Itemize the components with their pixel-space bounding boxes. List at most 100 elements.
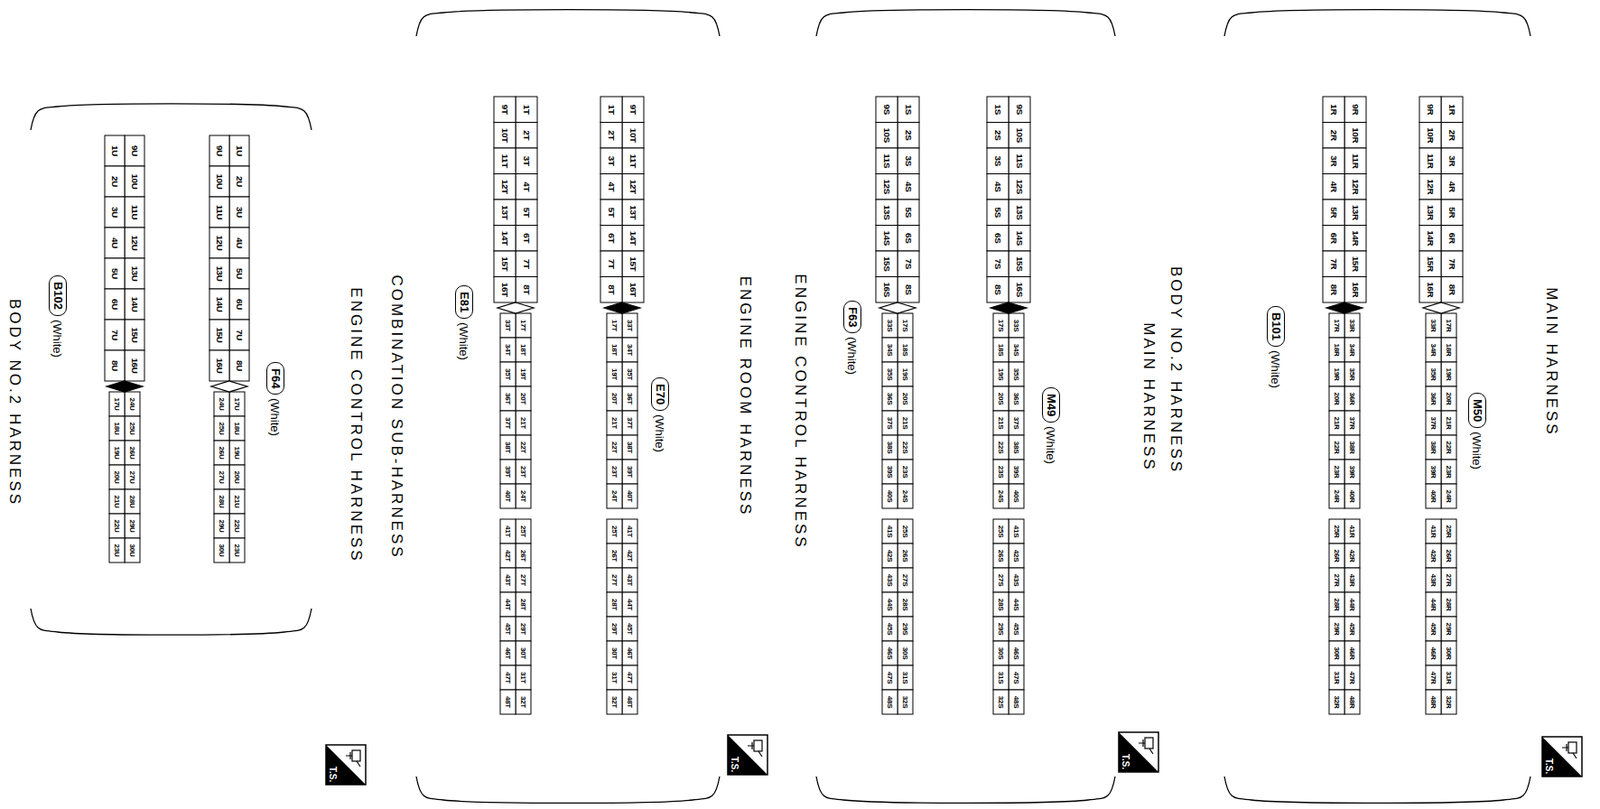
pin-cell: [209, 319, 230, 351]
pin-cell: [897, 459, 913, 484]
pin-number: 1T: [600, 96, 623, 123]
pin-cell: [209, 135, 230, 167]
pin-cell: [882, 689, 898, 715]
pin-number: 12S: [875, 174, 898, 201]
pin-cell: [229, 135, 250, 167]
pin-number: 43T: [500, 567, 516, 593]
icon-tester: [1144, 737, 1154, 749]
pin-cell: [1008, 665, 1024, 690]
pin-number: 29U: [124, 513, 140, 539]
pin-number: 25T: [606, 519, 623, 544]
pin-number: 7T: [600, 251, 623, 278]
ts-icon: [1118, 732, 1159, 773]
pin-cell: [606, 483, 623, 509]
pin-cell: [1441, 410, 1457, 436]
pin-number: 38R: [1425, 435, 1442, 460]
pin-cell: [1441, 337, 1457, 363]
pin-number: 5U: [229, 258, 250, 289]
pin-cell: [515, 435, 531, 460]
pin-number: 31R: [1329, 665, 1345, 690]
pin-cell: [993, 641, 1009, 666]
pin-number: 43R: [1425, 567, 1442, 593]
pin-number: 17U: [229, 391, 245, 417]
pin-cell: [882, 362, 898, 387]
icon-tester-lead: [1138, 739, 1154, 754]
pin-cell: [500, 410, 516, 436]
pin-cell: [493, 122, 516, 149]
pin-cell: [493, 277, 516, 304]
pin-cell: [1322, 277, 1345, 304]
pin-cell: [493, 96, 516, 123]
pin-cell: [882, 459, 898, 484]
pin-number: 30R: [1441, 641, 1457, 666]
pin-cell: [515, 122, 538, 149]
pin-number: 42S: [1008, 543, 1024, 568]
pin-number: 44T: [622, 592, 638, 617]
pin-number: 26S: [993, 543, 1009, 568]
pin-number: 1S: [986, 96, 1009, 123]
pin-number: 39R: [1344, 459, 1360, 484]
pin-number: 10T: [493, 122, 516, 149]
pin-cell: [1441, 483, 1457, 509]
pin-number: 10S: [875, 122, 898, 149]
pin-number: 45T: [500, 616, 516, 642]
pin-number: 20R: [1329, 386, 1345, 411]
pin-cell: [897, 543, 913, 568]
pin-number: 11U: [209, 196, 230, 228]
pin-number: 8U: [229, 350, 250, 382]
pin-number: 29S: [897, 616, 913, 642]
pin-number: 4T: [515, 174, 538, 201]
pin-number: 36R: [1425, 386, 1442, 411]
pin-number: 8R: [1322, 277, 1345, 304]
harness-name: ENGINE ROOM HARNESS: [735, 276, 754, 518]
pin-number: 26U: [213, 440, 230, 466]
pin-number: 33T: [622, 313, 638, 338]
pin-cell: [875, 277, 898, 304]
icon-frame: [727, 734, 768, 775]
group-bracket: [816, 9, 1116, 37]
pin-cell: [1425, 337, 1442, 363]
pin-cell: [1329, 665, 1345, 690]
pin-number: 20T: [515, 386, 531, 411]
pin-number: 17S: [993, 313, 1009, 338]
pin-cell: [622, 337, 638, 363]
pin-number: 18U: [229, 416, 245, 441]
pin-number: 26R: [1329, 543, 1345, 568]
pin-number: 29T: [606, 616, 623, 642]
pin-cell: [124, 538, 140, 563]
pin-cell: [500, 386, 516, 411]
connector-code: F64: [269, 368, 283, 389]
pin-number: 8R: [1441, 277, 1463, 304]
pin-number: 13S: [875, 199, 898, 226]
group-bracket: [1224, 9, 1531, 37]
pin-cell: [1425, 543, 1442, 568]
pin-cell: [1008, 616, 1024, 642]
pin-number: 21T: [515, 410, 531, 436]
pin-number: 48S: [1008, 689, 1024, 715]
pin-number: 41S: [1008, 519, 1024, 544]
icon-frame: [325, 744, 366, 785]
connector-id: F63: [843, 300, 862, 334]
pin-number: 33R: [1425, 313, 1442, 338]
pin-cell: [875, 199, 898, 226]
pin-number: 32R: [1441, 689, 1457, 715]
pin-cell: [993, 313, 1009, 338]
pin-cell: [1344, 641, 1360, 666]
pin-cell: [622, 435, 638, 460]
pin-number: 1T: [515, 96, 538, 123]
pin-cell: [209, 350, 230, 382]
pin-number: 6T: [515, 225, 538, 252]
pin-number: 33T: [500, 313, 516, 338]
pin-number: 23S: [993, 459, 1009, 484]
pin-number: 42T: [500, 543, 516, 568]
pin-number: 2T: [515, 122, 538, 149]
pin-number: 28U: [213, 489, 230, 514]
pin-number: 28T: [606, 592, 623, 617]
pin-cell: [515, 616, 531, 642]
pin-number: 37T: [500, 410, 516, 436]
connector-id: M49: [1041, 387, 1061, 423]
pin-number: 47R: [1425, 665, 1442, 690]
pin-number: 2U: [104, 166, 125, 197]
pin-number: 46S: [882, 641, 898, 666]
pin-number: 4U: [104, 227, 125, 259]
